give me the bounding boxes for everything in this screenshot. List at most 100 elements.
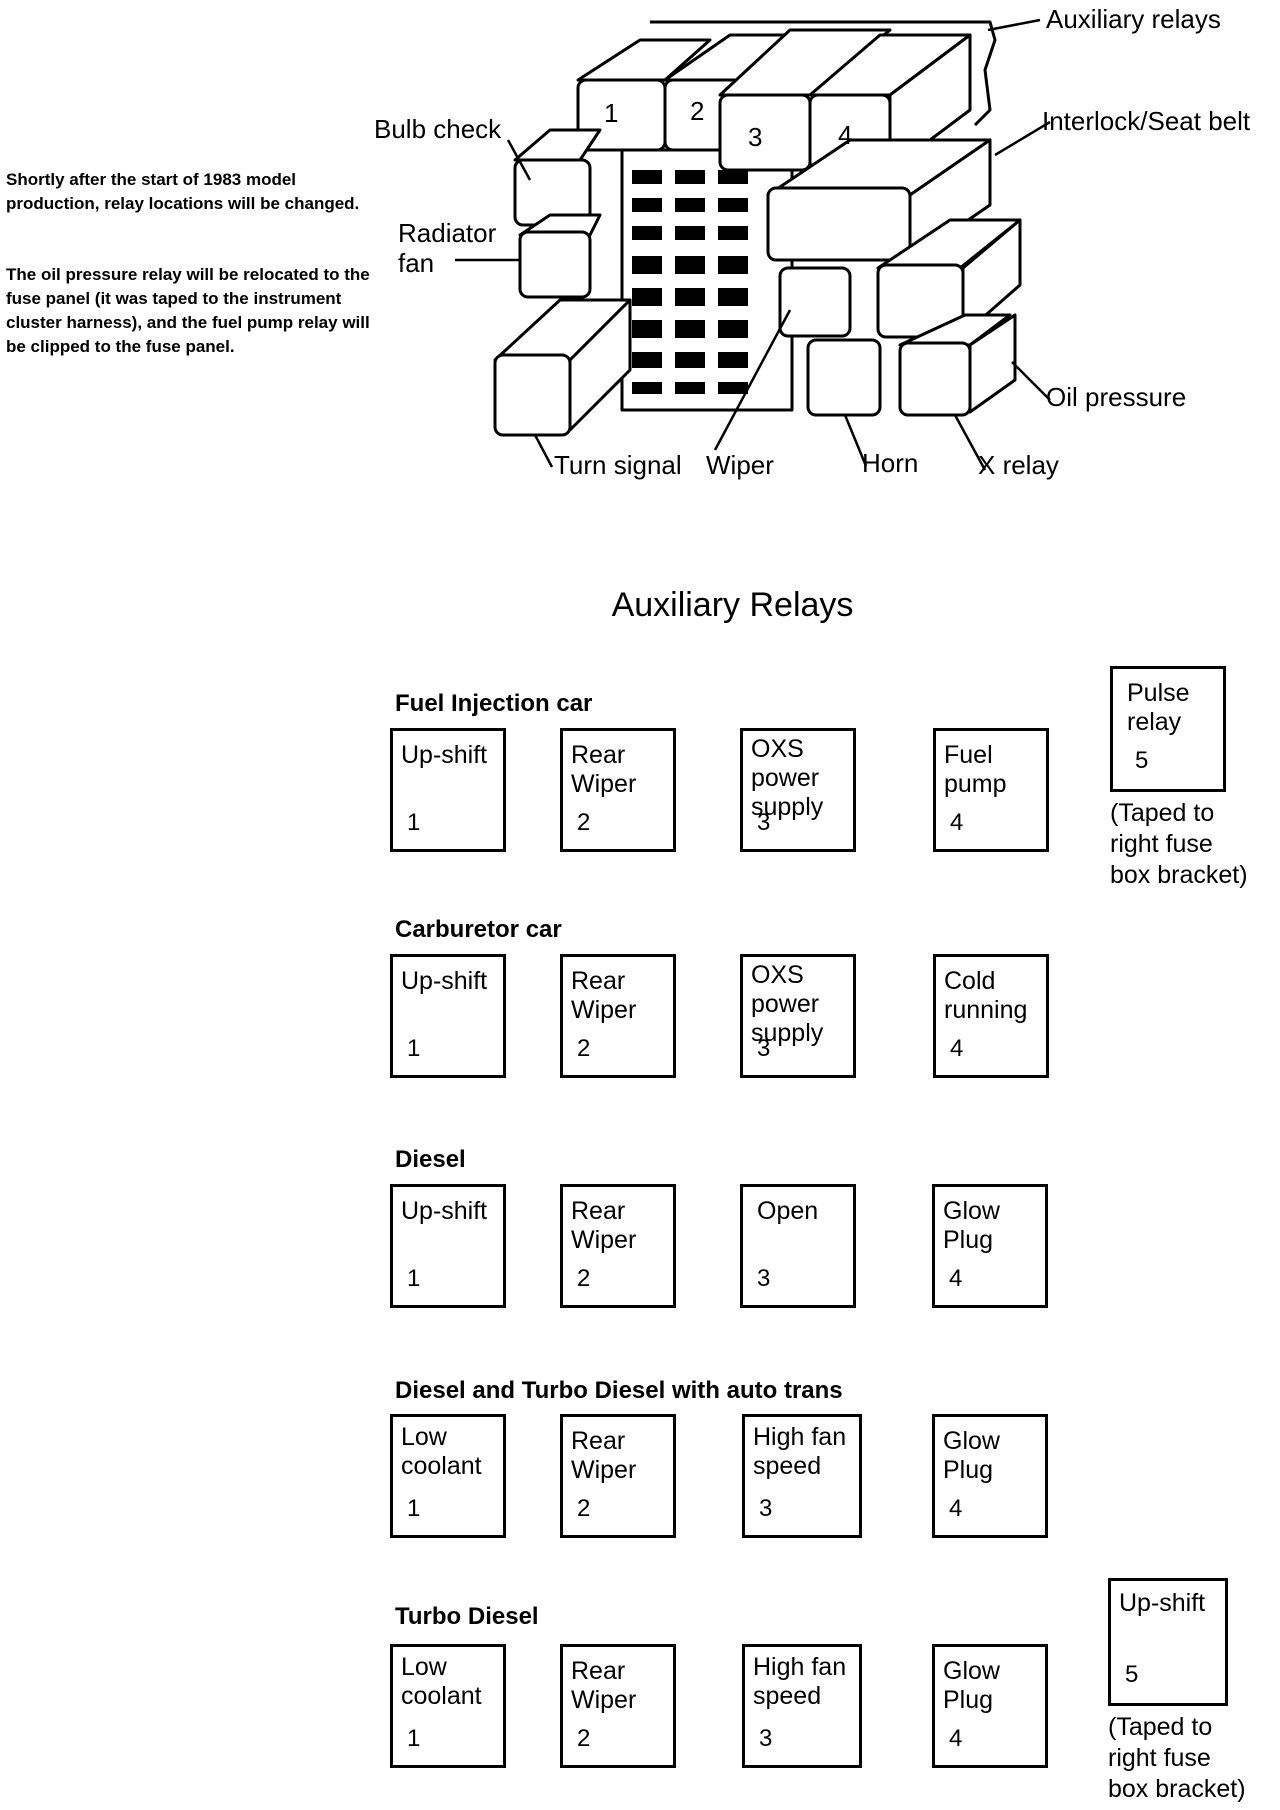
relay-label: Low coolant [401, 1423, 482, 1480]
relay-label: Open [757, 1197, 819, 1225]
relay-number: 4 [949, 1495, 963, 1522]
relay-box: Rear Wiper 2 [560, 728, 676, 852]
relay-number: 2 [577, 1725, 591, 1752]
fuse-panel [620, 148, 794, 412]
relay-box: Up-shift 1 [390, 1184, 506, 1308]
relay-box: Rear Wiper 2 [560, 1184, 676, 1308]
label-horn: Horn [862, 448, 918, 478]
label-radiator: Radiator [398, 218, 497, 248]
group-title-turbo-diesel: Turbo Diesel [395, 1603, 539, 1630]
label-wiper: Wiper [706, 450, 774, 480]
relay-box: Up-shift 1 [390, 728, 506, 852]
page-title: Auxiliary Relays [611, 586, 854, 624]
relay-box-extra: Up-shift 5 [1108, 1578, 1228, 1706]
bulb-check-relay [513, 128, 602, 227]
relay-box: Glow Plug 4 [932, 1184, 1048, 1308]
relay-number: 4 [950, 1035, 964, 1062]
relay-label: Up-shift [401, 967, 488, 995]
label-auxiliary-relays: Auxiliary relays [1046, 4, 1221, 34]
relay-label: Pulse relay [1127, 679, 1190, 736]
relay-number: 1 [407, 1265, 421, 1292]
relay-label: OXS power supply [751, 961, 824, 1047]
relay-label: Glow Plug [943, 1657, 1000, 1714]
relay-number: 3 [759, 1725, 773, 1752]
label-turn-signal: Turn signal [554, 450, 682, 480]
relay-box: High fan speed 3 [742, 1414, 862, 1538]
relay-box: Cold running 4 [933, 954, 1049, 1078]
interlock-relay [766, 138, 992, 262]
fuse-grid [632, 170, 748, 394]
relay-label: High fan speed [753, 1423, 847, 1480]
radiator-fan-relay [518, 213, 602, 299]
relay-box: Fuel pump 4 [933, 728, 1049, 852]
relay-number-4: 4 [838, 120, 852, 150]
relay-label: Up-shift [1119, 1589, 1206, 1617]
horn-relay [806, 338, 882, 417]
relay-number: 1 [407, 1035, 421, 1062]
relay-number: 5 [1125, 1661, 1139, 1688]
relay-box: Up-shift 1 [390, 954, 506, 1078]
auxiliary-relay-3 [718, 28, 892, 172]
x-relay [898, 313, 1017, 417]
relay-number: 4 [950, 809, 964, 836]
relay-box: Rear Wiper 2 [560, 954, 676, 1078]
relay-box: Glow Plug 4 [932, 1414, 1048, 1538]
extra-relay-note: (Taped to right fuse box bracket) [1110, 799, 1248, 889]
note-paragraph-1: Shortly after the start of 1983 model pr… [6, 170, 360, 213]
relay-label: Cold running [944, 967, 1028, 1024]
relay-number-2: 2 [690, 96, 704, 126]
label-interlock-seat-belt: Interlock/Seat belt [1042, 106, 1251, 136]
label-fan: fan [398, 248, 434, 278]
relay-number: 1 [407, 809, 421, 836]
relay-label: Rear Wiper [571, 1657, 637, 1714]
group-title-diesel: Diesel [395, 1146, 466, 1173]
relay-number: 2 [577, 1035, 591, 1062]
relay-label: Glow Plug [943, 1197, 1000, 1254]
label-bulb-check: Bulb check [374, 114, 502, 144]
relay-number: 4 [949, 1265, 963, 1292]
relay-box: Glow Plug 4 [932, 1644, 1048, 1768]
group-title-fuel-injection: Fuel Injection car [395, 690, 593, 717]
relay-number: 4 [949, 1725, 963, 1752]
relay-label: Up-shift [401, 741, 488, 769]
extra-relay-note: (Taped to right fuse box bracket) [1108, 1713, 1246, 1803]
relay-label: Rear Wiper [571, 967, 637, 1024]
relay-label: Rear Wiper [571, 741, 637, 798]
relay-label: Glow Plug [943, 1427, 1000, 1484]
relay-label: Rear Wiper [571, 1197, 637, 1254]
relay-number: 2 [577, 1495, 591, 1522]
relay-number-1: 1 [604, 98, 618, 128]
relay-number-3: 3 [748, 122, 762, 152]
relay-panel-diagram: 1 2 3 4 Auxiliary relays Interlock/Seat … [374, 4, 1251, 480]
relay-number: 3 [757, 1265, 771, 1292]
relay-number: 2 [577, 1265, 591, 1292]
relay-box: Open 3 [740, 1184, 856, 1308]
relay-number: 3 [759, 1495, 773, 1522]
relay-label: Low coolant [401, 1653, 482, 1710]
group-title-carburetor: Carburetor car [395, 916, 562, 943]
relay-number: 3 [757, 1035, 771, 1062]
leader-lines [455, 18, 1051, 471]
relay-label: Fuel pump [944, 741, 1007, 798]
relay-box-extra: Pulse relay 5 [1110, 666, 1226, 792]
middle-relay-left [778, 266, 852, 338]
turn-signal-relay [493, 298, 632, 437]
relay-box: Low coolant 1 [390, 1644, 506, 1768]
relay-label: Up-shift [401, 1197, 488, 1225]
relay-number: 1 [407, 1725, 421, 1752]
relay-number: 5 [1135, 747, 1149, 774]
relay-number: 3 [757, 809, 771, 836]
relay-number: 2 [577, 809, 591, 836]
note-paragraph-2: The oil pressure relay will be relocated… [6, 265, 370, 356]
group-title-diesel-auto-trans: Diesel and Turbo Diesel with auto trans [395, 1377, 843, 1404]
label-oil-pressure: Oil pressure [1046, 382, 1186, 412]
relay-label: OXS power supply [751, 735, 824, 821]
middle-relay-right [876, 218, 1022, 339]
auxiliary-relay-4 [808, 33, 972, 172]
housing-outline [650, 20, 997, 127]
